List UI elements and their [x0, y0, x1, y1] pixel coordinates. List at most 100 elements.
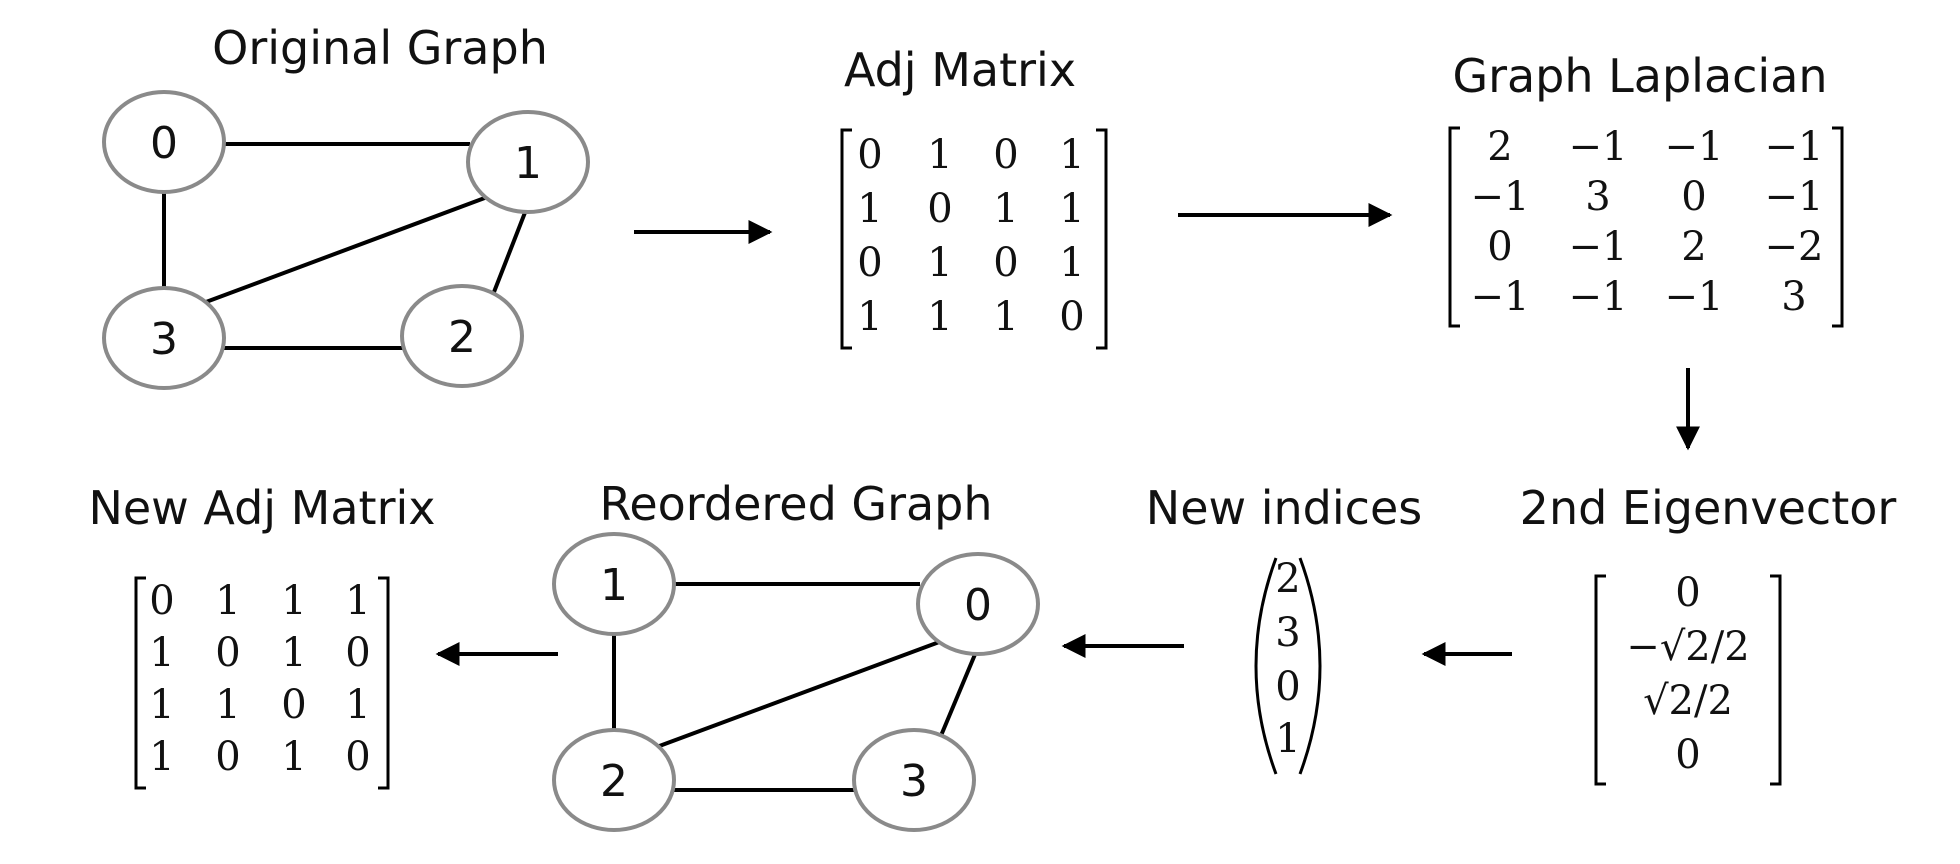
title-new-indices: New indices	[1146, 481, 1422, 535]
laplacian-right-bracket	[1832, 126, 1844, 328]
new-adj-matrix-right-bracket	[378, 576, 390, 790]
eigenvector-right-bracket	[1770, 574, 1782, 786]
new-adj-matrix-cell: 1	[281, 578, 306, 624]
adj-matrix-cell: 1	[993, 186, 1018, 232]
new-adj-matrix-cell: 1	[149, 682, 174, 728]
adj-matrix-cell: 1	[927, 240, 952, 286]
new-index-entry: 2	[1275, 556, 1300, 602]
adj-matrix-cell: 1	[1059, 240, 1084, 286]
adj-matrix-cell: 1	[857, 186, 882, 232]
node-2: 2	[400, 284, 524, 388]
laplacian-cell: −1	[1471, 174, 1530, 220]
new-adj-matrix-cell: 1	[215, 682, 240, 728]
new-adj-matrix-cell: 1	[215, 578, 240, 624]
node-3: 3	[102, 286, 226, 390]
laplacian-cell: 2	[1681, 224, 1706, 270]
adj-matrix-cell: 1	[1059, 132, 1084, 178]
laplacian-cell: 0	[1487, 224, 1512, 270]
new-adj-matrix-cell: 0	[215, 630, 240, 676]
title-eigenvector: 2nd Eigenvector	[1520, 481, 1897, 535]
adj-matrix-cell: 1	[1059, 186, 1084, 232]
eigenvector-entry: 0	[1675, 570, 1700, 616]
node-0: 0	[102, 90, 226, 194]
original-graph: 0 1 2 3	[102, 90, 590, 390]
new-adj-matrix-cell: 1	[149, 630, 174, 676]
laplacian-cell: −1	[1765, 174, 1824, 220]
eigenvector-entry: √2/2	[1643, 678, 1733, 724]
new-indices-right-paren	[1298, 557, 1322, 775]
new-adj-matrix-cell: 1	[281, 630, 306, 676]
new-adj-matrix-cell: 0	[215, 734, 240, 780]
laplacian-cell: 0	[1681, 174, 1706, 220]
node-2-label: 2	[448, 312, 476, 363]
new-adj-matrix-left-bracket	[134, 576, 146, 790]
laplacian-cell: −1	[1765, 124, 1824, 170]
laplacian-left-bracket	[1448, 126, 1460, 328]
new-index-entry: 1	[1275, 716, 1300, 762]
laplacian-cell: −1	[1665, 124, 1724, 170]
new-indices-left-paren	[1254, 557, 1278, 775]
adj-matrix-cell: 0	[857, 240, 882, 286]
title-reordered-graph: Reordered Graph	[599, 477, 992, 531]
laplacian-cell: −1	[1569, 224, 1628, 270]
laplacian-cell: −1	[1665, 274, 1724, 320]
new-adj-matrix-cell: 0	[345, 630, 370, 676]
adj-matrix-cell: 0	[927, 186, 952, 232]
eigenvector-entry: 0	[1675, 732, 1700, 778]
adj-matrix-cell: 0	[1059, 294, 1084, 340]
laplacian-cell: −2	[1765, 224, 1824, 270]
eigenvector-entry: −√2/2	[1626, 624, 1749, 670]
new-adj-matrix-cell: 0	[345, 734, 370, 780]
node-1-label: 1	[514, 138, 542, 189]
edge-1-2	[492, 209, 528, 293]
node-3-label: 3	[900, 756, 928, 807]
eigenvector-left-bracket	[1594, 574, 1606, 786]
adj-matrix-cell: 0	[857, 132, 882, 178]
title-new-adj-matrix: New Adj Matrix	[88, 481, 435, 535]
node-0-label: 0	[964, 580, 992, 631]
laplacian-cell: 2	[1487, 124, 1512, 170]
reordered-graph: 1 0 2 3	[552, 532, 1040, 832]
laplacian-cell: −1	[1569, 124, 1628, 170]
edge-0-3	[938, 651, 978, 739]
laplacian-cell: −1	[1471, 274, 1530, 320]
new-adj-matrix-cell: 1	[149, 734, 174, 780]
edge-2-0	[653, 636, 951, 750]
new-index-entry: 0	[1275, 664, 1300, 710]
edge-1-3	[205, 194, 491, 304]
laplacian-matrix: 2 −1 −1 −1 −1 3 0 −1 0 −1 2 −2 −1 −1 −1 …	[1448, 124, 1844, 328]
adj-matrix-cell: 1	[857, 294, 882, 340]
title-graph-laplacian: Graph Laplacian	[1452, 49, 1827, 103]
title-adj-matrix: Adj Matrix	[844, 43, 1076, 97]
adj-matrix-cell: 0	[993, 240, 1018, 286]
new-adj-matrix-cell: 1	[345, 682, 370, 728]
new-indices: 2 3 0 1	[1254, 556, 1322, 775]
title-original-graph: Original Graph	[212, 21, 548, 75]
node-1-label: 1	[600, 560, 628, 611]
node-2-label: 2	[600, 756, 628, 807]
node-1: 1	[552, 532, 676, 636]
new-adj-matrix-cell: 1	[345, 578, 370, 624]
new-adj-matrix-cell: 0	[281, 682, 306, 728]
laplacian-cell: −1	[1569, 274, 1628, 320]
node-2: 2	[552, 728, 676, 832]
node-1: 1	[466, 110, 590, 214]
new-index-entry: 3	[1275, 610, 1300, 656]
adj-matrix: 0 1 0 1 1 0 1 1 0 1 0 1 1 1 1 0	[840, 128, 1108, 350]
adj-matrix-cell: 1	[927, 132, 952, 178]
eigenvector: 0 −√2/2 √2/2 0	[1594, 570, 1782, 786]
new-adj-matrix: 0 1 1 1 1 0 1 0 1 1 0 1 1 0 1 0	[134, 576, 390, 790]
node-3: 3	[852, 728, 976, 832]
node-0-label: 0	[150, 118, 178, 169]
adj-matrix-cell: 1	[993, 294, 1018, 340]
new-adj-matrix-cell: 1	[281, 734, 306, 780]
laplacian-cell: 3	[1781, 274, 1806, 320]
adj-matrix-cell: 0	[993, 132, 1018, 178]
laplacian-cell: 3	[1585, 174, 1610, 220]
adj-matrix-right-bracket	[1096, 128, 1108, 350]
adj-matrix-left-bracket	[840, 128, 852, 350]
new-adj-matrix-cell: 0	[149, 578, 174, 624]
node-0: 0	[916, 552, 1040, 656]
node-3-label: 3	[150, 314, 178, 365]
